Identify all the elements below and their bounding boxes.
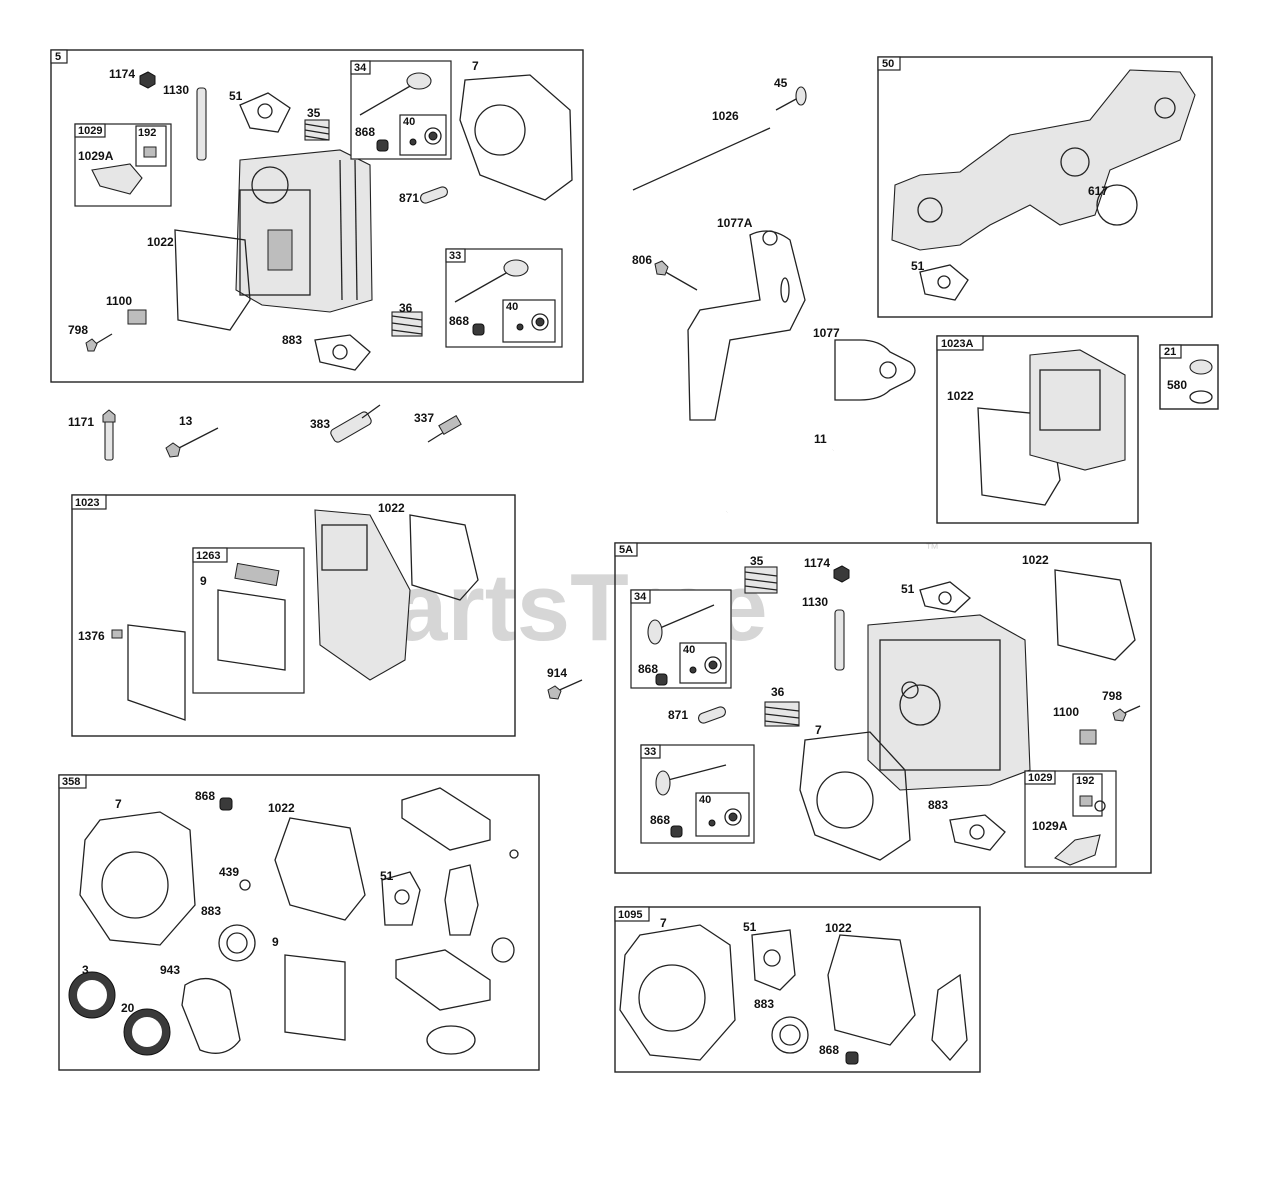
part-label[interactable]: 1130 [163,83,189,97]
part-label[interactable]: 7 [815,723,822,737]
part-label[interactable]: 51 [229,89,243,103]
part-label[interactable]: 1100 [106,294,132,308]
part-label[interactable]: 868 [195,789,215,803]
group-tag: 21 [1164,346,1176,358]
part-label[interactable]: 1026 [712,109,739,123]
part-label[interactable]: 439 [219,865,239,879]
part-label[interactable]: 9 [272,935,279,949]
group-tag: 358 [62,776,80,788]
group-5[interactable]: 5 1174 1130 51 35 1029 192 1029A [50,49,584,383]
part-label[interactable]: 883 [928,798,948,812]
part-label[interactable]: 868 [449,314,469,328]
group-1023[interactable]: 1023 1022 1263 9 1376 [71,494,516,737]
part-label[interactable]: 1022 [825,921,852,935]
part-label[interactable]: 806 [632,253,652,267]
part-label[interactable]: 871 [668,708,688,722]
loose-parts[interactable]: 45 1026 1077A 806 1077 11 [632,76,916,515]
part-label[interactable]: 1174 [109,67,135,81]
group-tag: 33 [644,746,656,758]
part-label[interactable]: 1130 [802,595,828,609]
part-label[interactable]: 883 [754,997,774,1011]
part-label[interactable]: 3 [82,963,89,977]
part-label[interactable]: 1077A [717,216,753,230]
group-tag: 1023 [75,497,99,509]
part-label[interactable]: 11 [814,432,827,446]
group-tag: 40 [403,116,415,128]
part-label[interactable]: 51 [901,582,915,596]
group-tag: 50 [882,58,894,70]
group-tag: 34 [634,591,647,603]
group-tag: 40 [506,301,518,313]
part-label[interactable]: 871 [399,191,419,205]
part-label[interactable]: 1022 [378,501,405,515]
part-label[interactable]: 13 [179,414,193,428]
part-label[interactable]: 617 [1088,184,1108,198]
part-label[interactable]: 1022 [147,235,174,249]
part-label[interactable]: 868 [650,813,670,827]
group-1023A[interactable]: 1023A 1022 [936,335,1139,524]
part-label[interactable]: 51 [380,869,394,883]
part-label[interactable]: 1077 [813,326,840,340]
part-label[interactable]: 1029A [1032,819,1068,833]
group-50[interactable]: 50 617 51 [877,56,1213,318]
group-1095[interactable]: 1095 7 51 1022 883 868 [614,906,981,1073]
part-label[interactable]: 383 [310,417,330,431]
part-label[interactable]: 35 [750,554,764,568]
part-label[interactable]: 7 [115,797,122,811]
part-label[interactable]: 1029A [78,149,114,163]
part-label[interactable]: 868 [819,1043,839,1057]
group-tag: 1095 [618,909,642,921]
part-label[interactable]: 337 [414,411,434,425]
group-tag: 1029 [78,125,102,137]
group-tag: 40 [699,794,711,806]
part-label[interactable]: 45 [774,76,788,90]
part-label[interactable]: 51 [743,920,757,934]
part-label[interactable]: 1022 [1022,553,1049,567]
group-tag: 5A [619,544,633,556]
part-label[interactable]: 1022 [947,389,974,403]
part-label[interactable]: 580 [1167,378,1187,392]
part-label[interactable]: 1171 [68,415,94,429]
group-358[interactable]: 358 7 868 1022 439 51 883 9 3 [58,774,540,1071]
group-tag: 40 [683,644,695,656]
part-label[interactable]: 1174 [804,556,830,570]
part-label[interactable]: 9 [200,574,207,588]
part-label[interactable]: 7 [472,59,479,73]
part-label[interactable]: 868 [355,125,375,139]
group-tag: 1263 [196,550,220,562]
part-label[interactable]: 1100 [1053,705,1079,719]
part-label[interactable]: 1376 [78,629,105,643]
group-tag: 34 [354,62,367,74]
watermark-trademark: ™ [925,540,939,556]
loose-parts-row[interactable]: 1171 13 383 337 [68,404,462,461]
part-label[interactable]: 883 [201,904,221,918]
part-label[interactable]: 51 [911,259,925,273]
part-label[interactable]: 36 [771,685,785,699]
part-label[interactable]: 798 [1102,689,1122,703]
part-label[interactable]: 20 [121,1001,135,1015]
group-tag: 1029 [1028,772,1052,784]
group-5A[interactable]: 5A 35 1174 51 1022 1130 34 868 40 [614,542,1152,874]
part-label[interactable]: 36 [399,301,413,315]
group-tag: 192 [1076,775,1094,787]
loose-part-914[interactable]: 914 [547,666,583,700]
part-label[interactable]: 914 [547,666,567,680]
part-label[interactable]: 943 [160,963,180,977]
part-label[interactable]: 1022 [268,801,295,815]
part-label[interactable]: 798 [68,323,88,337]
group-21[interactable]: 21 580 [1159,344,1219,410]
group-tag: 5 [55,51,61,63]
group-tag: 192 [138,127,156,139]
part-label[interactable]: 883 [282,333,302,347]
group-tag: 1023A [941,338,973,350]
cylinder-head [235,149,373,313]
part-label[interactable]: 35 [307,106,321,120]
part-label[interactable]: 7 [660,916,667,930]
group-tag: 33 [449,250,461,262]
part-label[interactable]: 868 [638,662,658,676]
